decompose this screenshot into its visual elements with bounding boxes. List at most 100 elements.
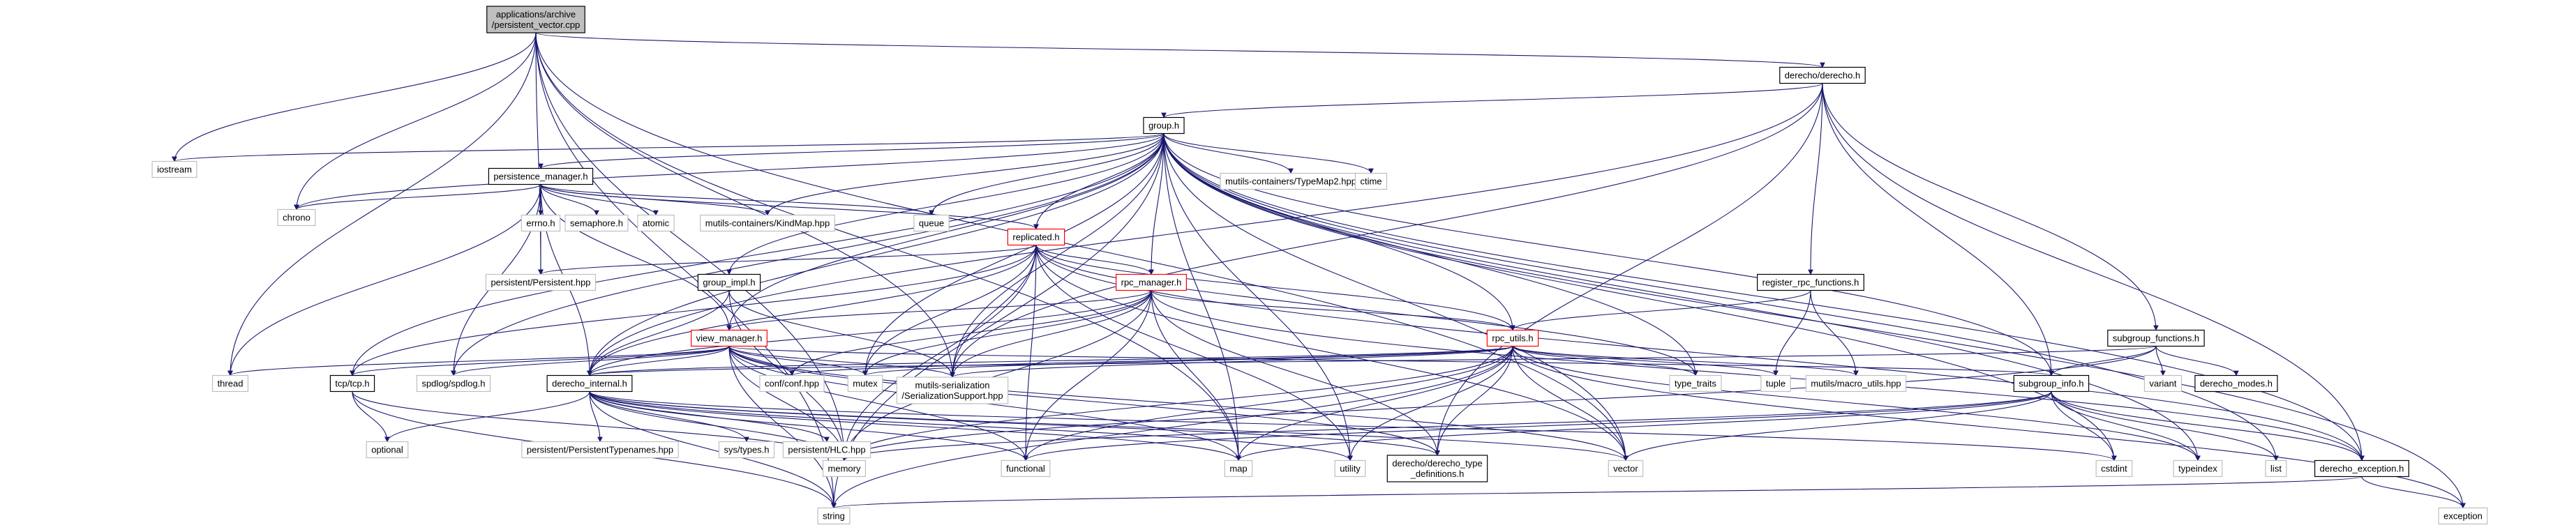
node-label: persistent/Persistent.hpp	[491, 277, 590, 288]
node-label: typeindex	[2178, 464, 2217, 474]
edge-derecho-internal-to-cstdint	[589, 391, 2117, 462]
edge-root-to-iostream	[172, 32, 537, 162]
edge-rpc-utils-to-type-defs	[1435, 346, 1513, 456]
node-root[interactable]: applications/archive/persistent_vector.c…	[486, 6, 585, 33]
node-box	[2143, 374, 2182, 393]
node-exception: exception	[2438, 507, 2488, 525]
edge-group-h-to-type-traits	[1163, 133, 1698, 376]
node-label: map	[1229, 464, 1247, 474]
edge-derecho-h-to-register-rpc	[1808, 83, 1823, 275]
node-rpc-manager[interactable]: rpc_manager.h	[1116, 273, 1187, 291]
edge-subgroup-info-to-list	[2051, 391, 2279, 462]
edge-subgroup-functions-to-variant	[2155, 346, 2166, 376]
node-label: spdlog/spdlog.h	[421, 379, 485, 389]
node-iostream: iostream	[151, 160, 197, 178]
edge-root-to-vector	[535, 32, 1628, 462]
edge-pm-h-to-atomic	[540, 184, 659, 216]
edge-group-h-to-pm-h	[538, 133, 1165, 169]
node-box	[1486, 329, 1539, 347]
node-derecho-internal[interactable]: derecho_internal.h	[546, 374, 633, 393]
node-pm-h[interactable]: persistence_manager.h	[488, 167, 594, 185]
edge-group-h-to-tm2	[1163, 133, 1294, 174]
node-box	[564, 214, 629, 232]
file-nodes: applications/archive/persistent_vector.c…	[151, 6, 2488, 525]
node-box	[2107, 329, 2205, 347]
node-ctime: ctime	[1354, 172, 1388, 190]
edge-derecho-internal-to-ptypenames	[589, 391, 603, 443]
dependency-edges	[172, 32, 2466, 509]
edge-derecho-h-to-derecho-internal	[587, 83, 1823, 376]
node-hlc: persistent/HLC.hpp	[782, 441, 871, 459]
node-box	[521, 214, 561, 232]
node-label: /SerializationSupport.hpp	[901, 390, 1003, 401]
node-derecho-h[interactable]: derecho/derecho.h	[1779, 66, 1866, 84]
edge-subgroup-info-to-vector	[1623, 391, 2052, 462]
edge-rpc-utils-to-mutex	[862, 346, 1513, 376]
node-group-impl[interactable]: group_impl.h	[697, 273, 761, 291]
edge-rpc-utils-to-functional	[1023, 346, 1513, 462]
edge-root-to-string	[535, 32, 837, 509]
node-derecho-modes[interactable]: derecho_modes.h	[2194, 374, 2278, 393]
node-group-h[interactable]: group.h	[1143, 116, 1185, 135]
node-cstdint: cstdint	[2095, 459, 2133, 478]
node-label: derecho_exception.h	[2320, 464, 2404, 474]
node-spdlog: spdlog/spdlog.h	[416, 374, 491, 393]
node-register-rpc[interactable]: register_rpc_functions.h	[1757, 273, 1864, 291]
edge-derecho-h-to-type-defs	[1435, 83, 1823, 456]
edge-rpc-manager-to-derecho-exception	[1151, 290, 2365, 462]
node-subgroup-info[interactable]: subgroup_info.h	[2013, 374, 2090, 393]
node-systypes: sys/types.h	[718, 441, 775, 459]
node-box	[2194, 374, 2278, 393]
node-box	[211, 374, 249, 393]
edge-replicated-h-to-functional	[1023, 245, 1037, 462]
edge-rpc-utils-to-exception	[1512, 346, 2466, 509]
node-kindmap: mutils-containers/KindMap.hpp	[700, 214, 835, 232]
node-subgroup-functions[interactable]: subgroup_functions.h	[2107, 329, 2205, 347]
node-label: mutex	[853, 379, 878, 389]
node-ptypenames: persistent/PersistentTypenames.hpp	[521, 441, 679, 459]
node-serialization: mutils-serialization/SerializationSuppor…	[896, 376, 1009, 404]
node-label: exception	[2443, 511, 2483, 522]
edge-view-manager-to-mutex	[728, 346, 868, 376]
node-derecho-exception[interactable]: derecho_exception.h	[2314, 459, 2409, 478]
node-label: applications/archive	[496, 9, 576, 20]
edge-rpc-manager-to-rpc-utils	[1151, 290, 1515, 331]
edge-subgroup-info-to-functional	[1023, 391, 2052, 462]
node-box	[521, 441, 679, 459]
node-rpc-utils[interactable]: rpc_utils.h	[1486, 329, 1539, 347]
node-replicated-h[interactable]: replicated.h	[1007, 228, 1065, 246]
node-box	[2314, 459, 2409, 478]
node-view-manager[interactable]: view_manager.h	[691, 329, 767, 347]
node-thread: thread	[211, 374, 249, 393]
node-box	[2095, 459, 2133, 478]
edge-pm-h-to-chrono	[294, 183, 541, 211]
edge-subgroup-info-to-typeindex	[2051, 391, 2201, 462]
edge-group-impl-to-derecho-internal	[587, 290, 730, 376]
node-label: persistence_manager.h	[493, 172, 587, 182]
edge-group-h-to-ctime	[1163, 133, 1374, 174]
edge-root-to-memory	[535, 32, 847, 462]
node-list: list	[2265, 459, 2287, 478]
node-label: persistent/PersistentTypenames.hpp	[527, 445, 673, 455]
edge-view-manager-to-type-defs	[728, 346, 1440, 456]
node-label: subgroup_functions.h	[2113, 333, 2199, 344]
node-box	[1760, 374, 1791, 393]
node-label: thread	[218, 379, 244, 389]
node-type-defs[interactable]: derecho/derecho_type_definitions.h	[1386, 455, 1488, 482]
node-label: iostream	[157, 165, 192, 175]
node-box	[416, 374, 491, 393]
edge-rpc-utils-to-type-traits	[1512, 346, 1698, 376]
edge-view-manager-to-tcp-h	[350, 346, 730, 376]
node-errno: errno.h	[521, 214, 561, 232]
node-label: type_traits	[1675, 379, 1716, 389]
node-tcp-h[interactable]: tcp/tcp.h	[329, 374, 375, 393]
edge-subgroup-functions-to-subgroup-info	[2049, 346, 2157, 376]
node-box	[1386, 455, 1488, 482]
node-vector: vector	[1608, 459, 1644, 478]
edge-rpc-manager-to-conf-hpp	[789, 290, 1152, 376]
edge-group-h-to-exception	[1163, 133, 2466, 509]
node-label: mutils-containers/KindMap.hpp	[705, 218, 830, 229]
edge-rpc-manager-to-derecho-internal	[587, 290, 1152, 376]
node-memory: memory	[822, 459, 867, 478]
